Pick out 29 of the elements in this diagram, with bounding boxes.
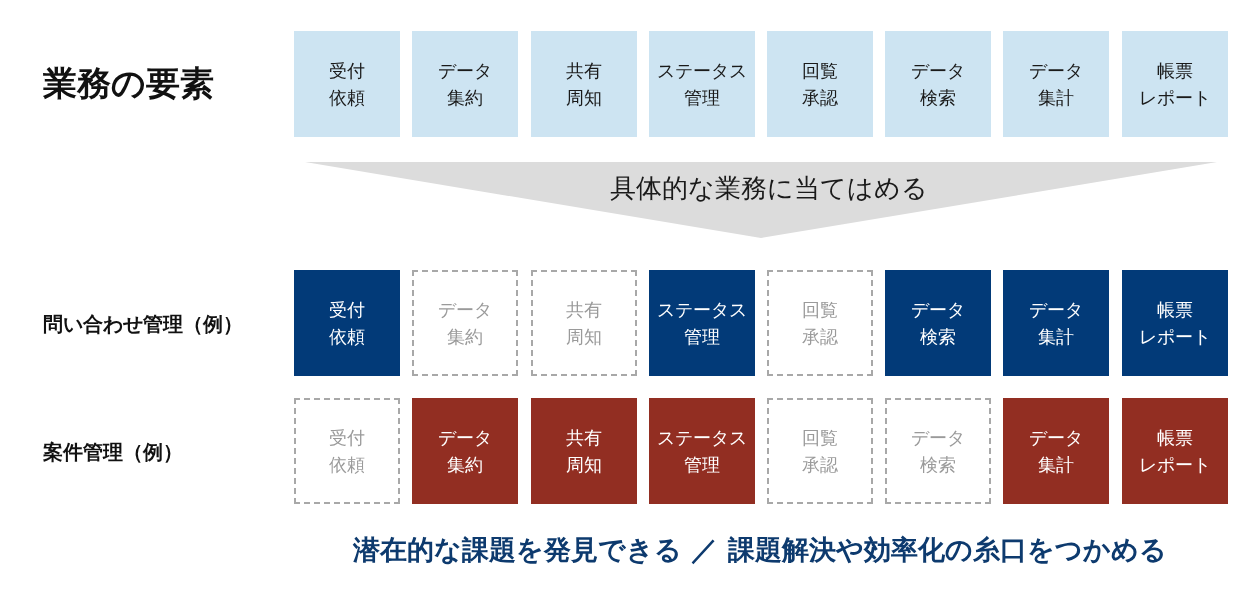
conclusion-text: 潜在的な課題を発見できる ／ 課題解決や効率化の糸口をつかめる xyxy=(353,533,1167,567)
dashed-box: 受付依頼 xyxy=(294,398,400,504)
task-box: ステータス管理 xyxy=(648,270,755,376)
dashed-box: 共有周知 xyxy=(530,270,637,376)
task-box: 帳票レポート xyxy=(1122,270,1228,376)
task-box: データ集約 xyxy=(412,31,519,137)
task-box: 帳票レポート xyxy=(1122,398,1228,504)
dashed-box: 回覧承認 xyxy=(766,398,873,504)
dashed-box: データ検索 xyxy=(885,398,992,504)
task-box: データ検索 xyxy=(885,270,992,376)
task-box: 共有周知 xyxy=(530,31,637,137)
task-box: 共有周知 xyxy=(530,398,637,504)
task-box: データ検索 xyxy=(885,31,992,137)
task-box: 受付依頼 xyxy=(294,31,400,137)
task-box: 帳票レポート xyxy=(1122,31,1228,137)
task-box: 受付依頼 xyxy=(294,270,400,376)
dashed-box: データ集約 xyxy=(412,270,519,376)
task-box: ステータス管理 xyxy=(648,398,755,504)
row-heading: 業務の要素 xyxy=(43,62,214,105)
task-box: 回覧承認 xyxy=(766,31,873,137)
row-label: 案件管理（例） xyxy=(43,438,183,466)
row-label: 問い合わせ管理（例） xyxy=(43,310,243,338)
task-box: データ集計 xyxy=(1003,270,1110,376)
task-box: データ集約 xyxy=(412,398,519,504)
task-box: ステータス管理 xyxy=(648,31,755,137)
down-arrow: 具体的な業務に当てはめる xyxy=(305,162,1217,238)
task-box: データ集計 xyxy=(1003,398,1110,504)
dashed-box: 回覧承認 xyxy=(766,270,873,376)
task-box: データ集計 xyxy=(1003,31,1110,137)
